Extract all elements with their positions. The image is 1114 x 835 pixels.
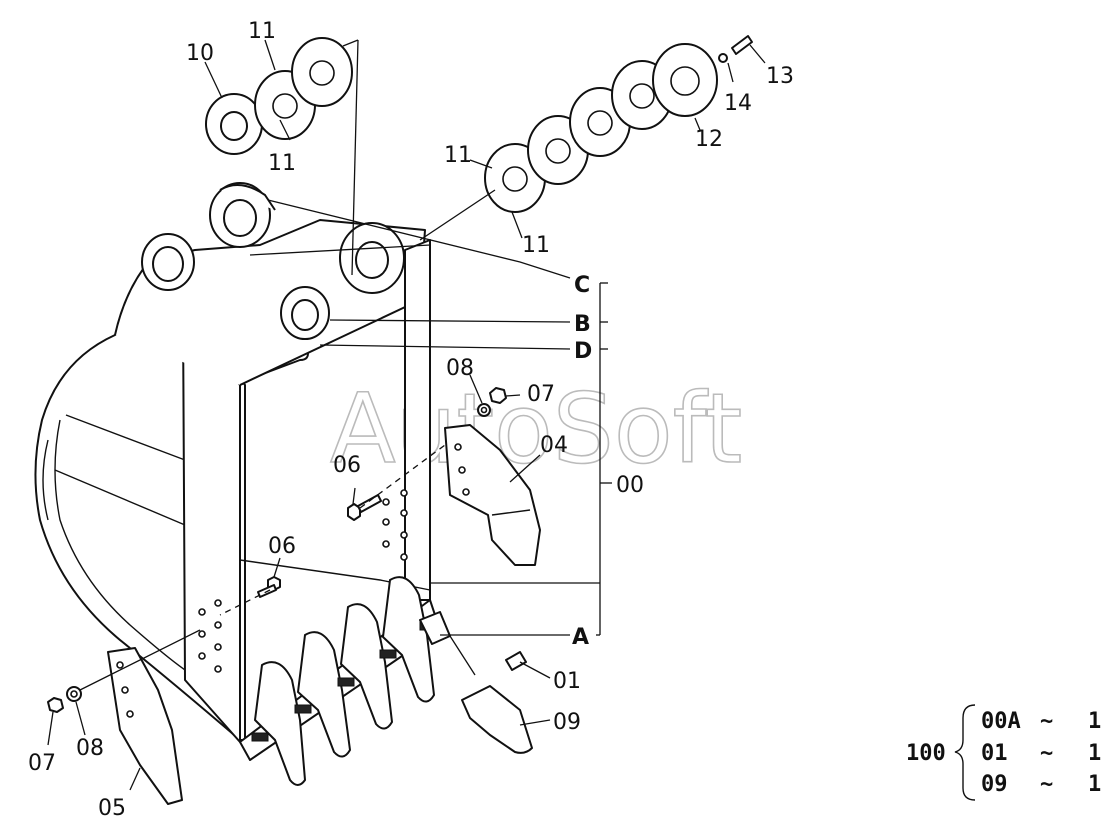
assembly-legend: 100 00A ~ 1 01 ~ 1 09 ~ 1 [906, 704, 1101, 801]
legend-tilde-row2: ~ [1040, 741, 1053, 766]
label-13: 13 [766, 64, 794, 89]
label-D: D [574, 339, 592, 364]
tooth-09-with-pin-01 [461, 651, 533, 754]
watermark: AutoSoft [330, 373, 742, 485]
label-B: B [574, 312, 591, 337]
teeth-row [251, 576, 451, 786]
part-labels: 10 11 11 11 11 12 13 14 C B D 08 07 04 0… [28, 19, 794, 821]
side-cutter-04 [444, 424, 541, 566]
label-07-lower: 07 [28, 751, 56, 776]
side-cutter-05 [107, 647, 183, 805]
leader-lines [47, 39, 766, 791]
label-04: 04 [540, 433, 568, 458]
pin-bosses [141, 182, 405, 340]
legend-qty-row2: 1 [1088, 741, 1101, 766]
label-09: 09 [553, 710, 581, 735]
label-06-upper: 06 [333, 453, 361, 478]
label-11-top: 11 [248, 19, 276, 44]
label-C: C [574, 273, 590, 298]
label-A: A [572, 625, 589, 650]
plate-12 [652, 43, 718, 117]
legend-code-row1: 00A [981, 709, 1021, 734]
seal-10 [205, 93, 263, 155]
label-12: 12 [695, 127, 723, 152]
label-11-mid: 11 [268, 151, 296, 176]
label-08-upper: 08 [446, 356, 474, 381]
label-06-lower: 06 [268, 534, 296, 559]
legend-code-row3: 09 [981, 772, 1008, 797]
label-08-lower: 08 [76, 736, 104, 761]
shims-11-upper-left [254, 37, 353, 140]
legend-assembly-number: 100 [906, 741, 946, 766]
label-14: 14 [724, 91, 752, 116]
legend-qty-row1: 1 [1088, 709, 1101, 734]
label-05: 05 [98, 796, 126, 821]
label-00: 00 [616, 473, 644, 498]
label-07-upper: 07 [527, 382, 555, 407]
label-11-right: 11 [444, 143, 472, 168]
legend-tilde-row3: ~ [1040, 772, 1053, 797]
label-01: 01 [553, 669, 581, 694]
label-11-lower: 11 [522, 233, 550, 258]
legend-tilde-row1: ~ [1040, 709, 1053, 734]
shims-11-right [484, 60, 673, 213]
legend-code-row2: 01 [981, 741, 1008, 766]
label-10: 10 [186, 41, 214, 66]
fasteners [47, 35, 753, 713]
legend-qty-row3: 1 [1088, 772, 1101, 797]
